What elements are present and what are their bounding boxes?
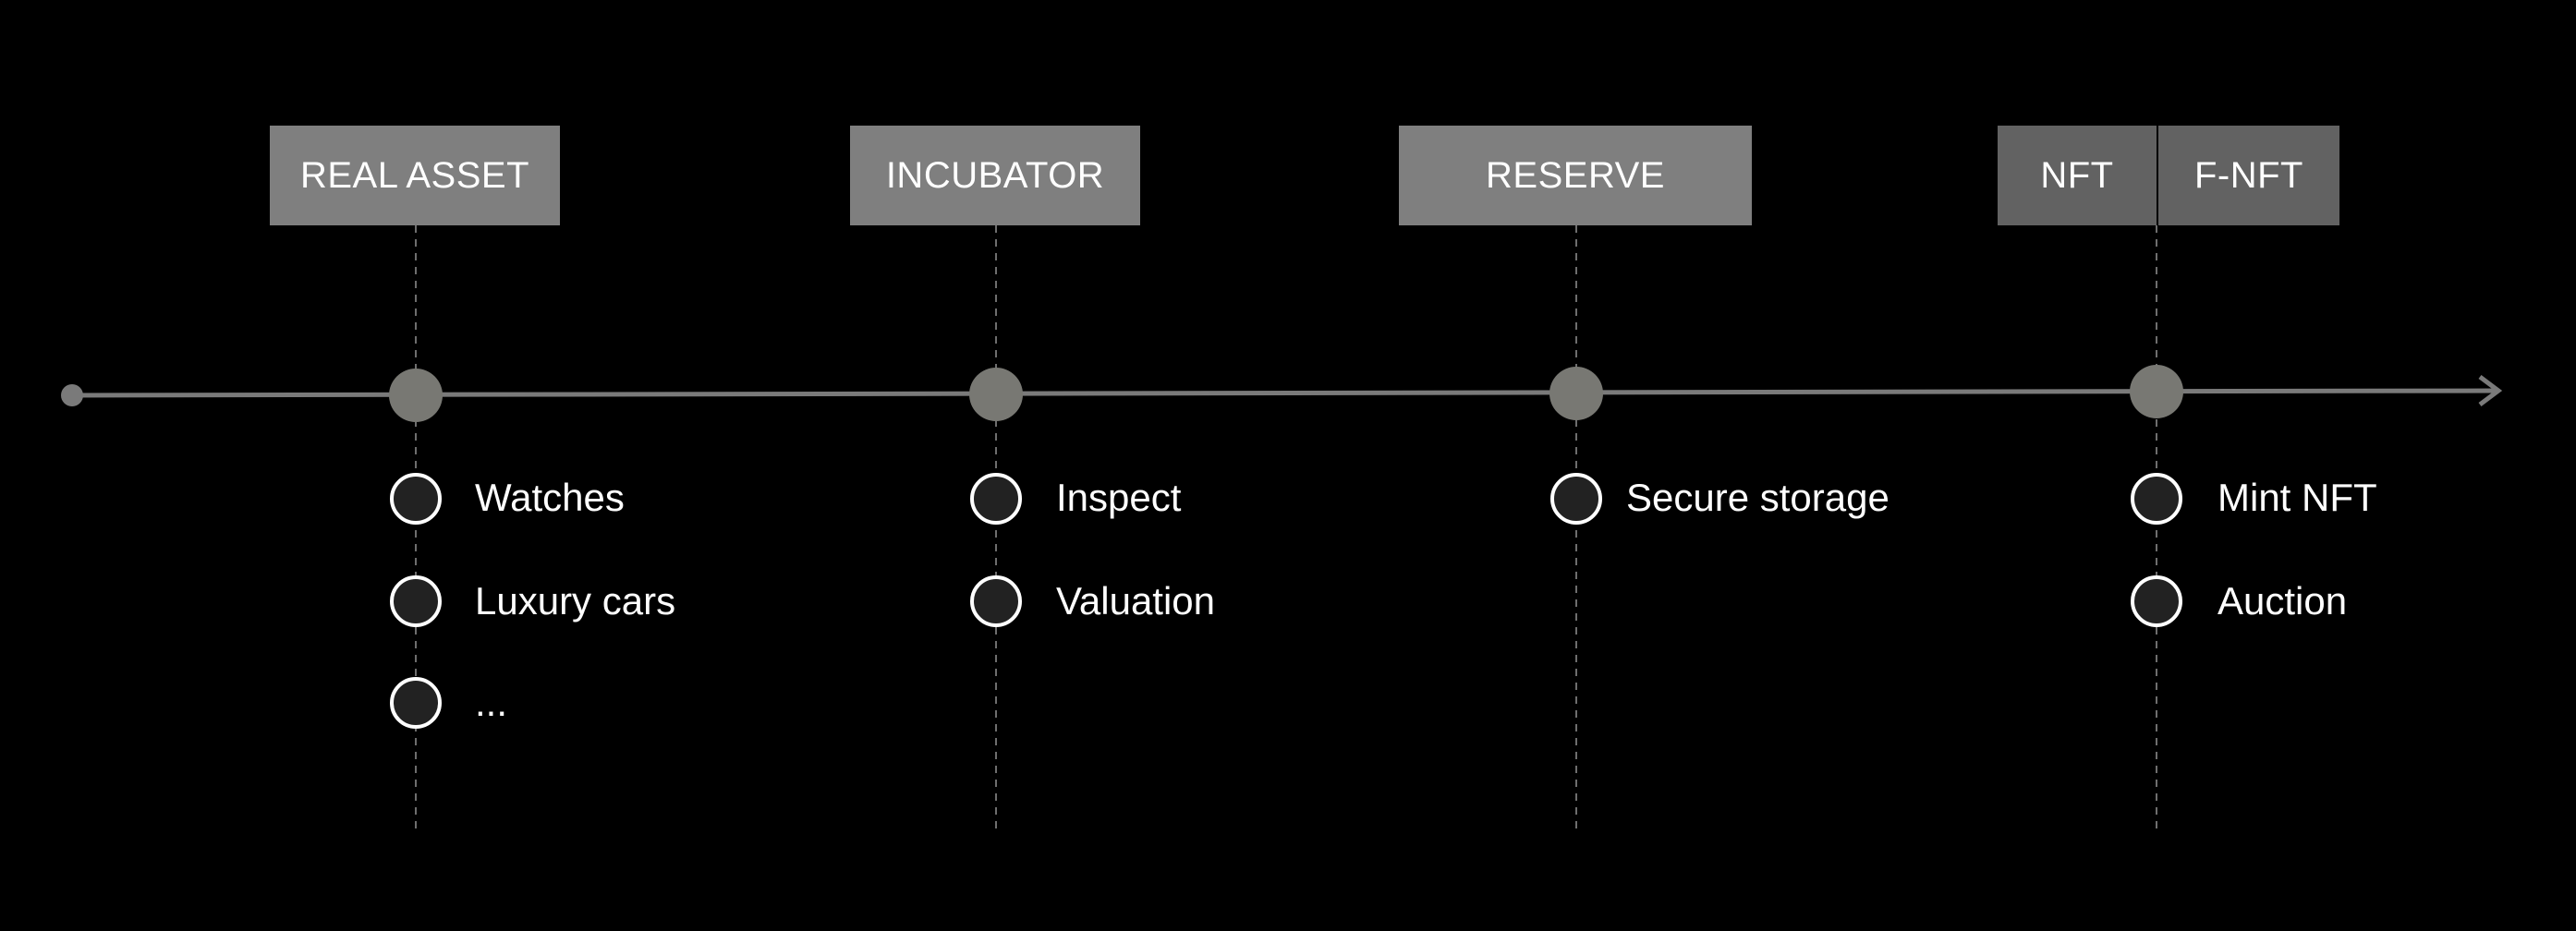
arrow-head-icon xyxy=(2478,375,2503,406)
circle-bullet-icon xyxy=(390,575,442,627)
dot-icon xyxy=(61,384,83,406)
timeline-axis xyxy=(71,388,2499,398)
circle-bullet-icon xyxy=(390,677,442,729)
item-label-auction: Auction xyxy=(2218,579,2348,623)
stage-box-nft: NFT xyxy=(1998,126,2157,225)
stage-box-f-nft: F-NFT xyxy=(2158,126,2339,225)
stage-label-reserve: RESERVE xyxy=(1486,154,1665,196)
stage-label-f-nft: F-NFT xyxy=(2193,154,2303,196)
circle-bullet-icon xyxy=(390,473,442,525)
item-label-valuation: Valuation xyxy=(1056,579,1216,623)
item-label-mint-nft: Mint NFT xyxy=(2218,476,2377,519)
circle-bullet-icon xyxy=(2131,473,2182,525)
circle-bullet-icon xyxy=(970,575,1022,627)
circle-node-icon xyxy=(389,369,443,422)
circle-node-icon xyxy=(1549,367,1603,420)
item-label-watches: Watches xyxy=(475,476,625,519)
circle-bullet-icon xyxy=(2131,575,2182,627)
stage-box-incubator: INCUBATOR xyxy=(850,126,1140,225)
stage-label-incubator: INCUBATOR xyxy=(885,154,1105,196)
circle-node-icon xyxy=(2130,365,2183,418)
circle-bullet-icon xyxy=(1550,473,1602,525)
stage-box-reserve: RESERVE xyxy=(1399,126,1752,225)
item-label-inspect: Inspect xyxy=(1056,476,1182,519)
stage-label-nft: NFT xyxy=(2040,154,2114,196)
stage-label-real-asset: REAL ASSET xyxy=(299,154,530,196)
item-label-more: ... xyxy=(475,681,508,724)
stage-box-real-asset: REAL ASSET xyxy=(270,126,560,225)
item-label-luxury-cars: Luxury cars xyxy=(475,579,676,623)
circle-node-icon xyxy=(969,368,1023,421)
circle-bullet-icon xyxy=(970,473,1022,525)
item-label-secure-storage: Secure storage xyxy=(1626,476,1889,519)
